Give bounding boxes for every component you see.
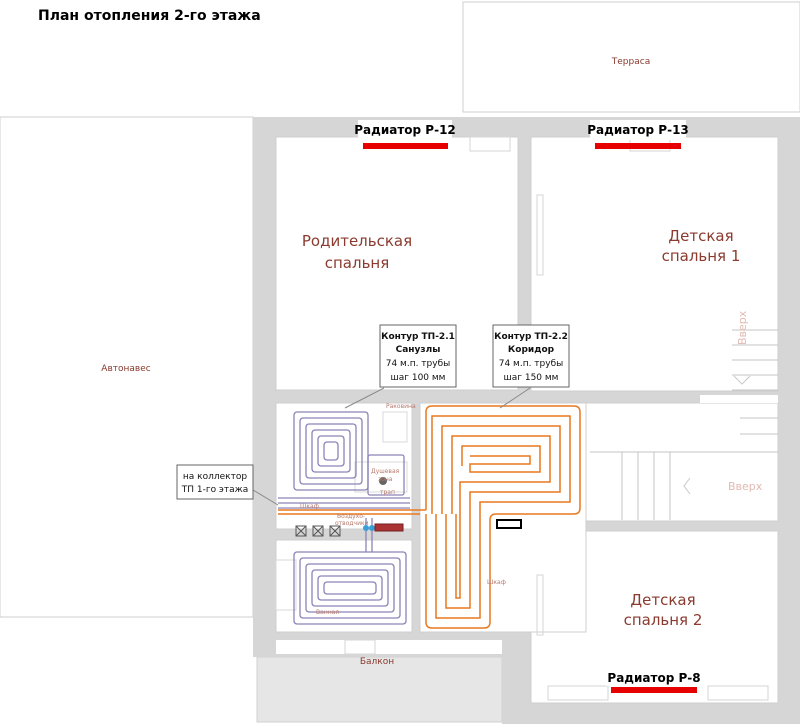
collector-manifold: [374, 523, 404, 532]
toilet-fixture: [275, 559, 297, 611]
wardrobe-label: Шкаф: [300, 503, 319, 510]
radiator-r13-label: Радиатор Р-13: [587, 123, 689, 137]
callout-tp21: [379, 324, 457, 388]
tp21-line4: шаг 100 мм: [391, 373, 446, 383]
staircase: [590, 329, 778, 520]
kids2-label-1: Детская: [630, 591, 695, 609]
tp21-line1: Контур ТП-2.1: [381, 332, 455, 342]
shower-label-2: зона: [378, 476, 393, 483]
stairs-up-label: Вверх: [728, 480, 763, 493]
air-vents: [295, 525, 341, 537]
trap-label: трап: [380, 489, 395, 496]
terrace-area: [462, 1, 800, 113]
ventilation-label-1: Воздухо-: [337, 513, 365, 520]
loop-tp21-upper: [293, 411, 405, 496]
radiator-r12: [363, 143, 448, 149]
callout-collector: [176, 464, 254, 500]
ventilation-label-2: отводчики: [335, 520, 369, 527]
parent-bedroom-label-2: спальня: [325, 254, 390, 272]
balcony-area: [256, 656, 503, 723]
page-title: План отопления 2-го этажа: [38, 8, 261, 24]
radiator-r8-label: Радиатор Р-8: [607, 671, 700, 685]
sink-label: Раковина: [386, 403, 416, 410]
collector-line2: ТП 1-го этажа: [181, 485, 249, 495]
carport-label: Автонавес: [101, 364, 150, 374]
sink-fixture: [382, 411, 408, 443]
collector-leader: [252, 489, 279, 506]
bath-label: Ванная: [316, 609, 339, 616]
parent-bedroom-label-1: Родительская: [302, 232, 412, 250]
closet-label: Шкаф: [487, 579, 506, 586]
callout-tp22: [492, 324, 570, 388]
radiator-r12-label-bg: [358, 120, 452, 140]
stair-hall: [585, 402, 779, 522]
shower-label-1: Душевая: [371, 468, 400, 475]
tp21-line2: Санузлы: [396, 345, 441, 355]
terrace-label: Терраса: [611, 57, 650, 67]
kids-bedroom-1: [530, 136, 779, 392]
stair-gap: [700, 395, 778, 403]
tp21-leader: [344, 387, 385, 409]
tp22-leader: [499, 387, 531, 409]
lower-gap: [276, 640, 502, 654]
radiator-r8-label-bg: [606, 668, 702, 686]
radiator-r13-label-bg: [590, 120, 686, 140]
collector-line1: на коллектор: [183, 472, 247, 482]
balcony-label: Балкон: [360, 657, 394, 667]
kids2-label-2: спальня 2: [624, 611, 703, 629]
stair-arrow-icon-2: [733, 375, 751, 385]
radiator-r13: [595, 143, 681, 149]
tp22-line3: 74 м.п. трубы: [499, 359, 564, 369]
air-vent-valve-icon: [363, 525, 369, 531]
loop-tp22-corridor: [278, 405, 581, 629]
corridor: [419, 402, 587, 633]
loop-tp21-lower: [293, 518, 407, 625]
tp21-line3: 74 м.п. трубы: [386, 359, 451, 369]
air-vent-valve-icon-2: [369, 525, 375, 531]
kids1-label-2: спальня 1: [662, 247, 741, 265]
stairs-up-label-2: Вверх: [736, 310, 749, 345]
corridor-fixture: [496, 519, 522, 529]
stair-arrow-icon: [683, 477, 691, 495]
radiator-r8: [611, 687, 697, 693]
radiator-r12-label: Радиатор Р-12: [354, 123, 456, 137]
tp22-line2: Коридор: [508, 345, 555, 355]
tp22-line1: Контур ТП-2.2: [494, 332, 568, 342]
tp22-line4: шаг 150 мм: [504, 373, 559, 383]
trap-drain-icon: [379, 477, 387, 485]
carport-area: [0, 116, 254, 618]
supply-lines-tp21: [278, 497, 410, 509]
kids1-label-1: Детская: [668, 227, 733, 245]
